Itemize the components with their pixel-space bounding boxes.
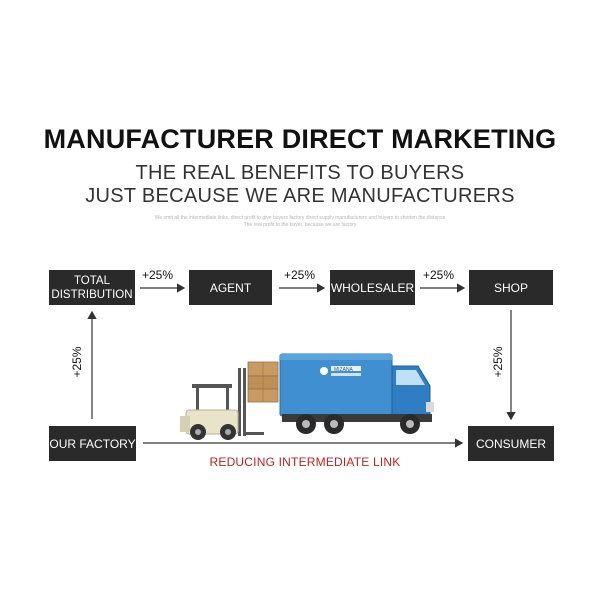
total-distribution-line-2: DISTRIBUTION	[51, 288, 133, 301]
total-distribution-box: TOTAL DISTRIBUTION	[49, 270, 135, 305]
markup-label-2: +25%	[284, 268, 316, 282]
delivery-truck	[279, 353, 434, 434]
markup-label-3: +25%	[423, 268, 455, 282]
total-distribution-line-1: TOTAL	[73, 274, 110, 287]
note-line-2: The real profit to the buyer, because we…	[243, 222, 357, 228]
markup-label-left: +25%	[70, 346, 84, 378]
markup-label-right: +25%	[491, 346, 505, 378]
our-factory-box: OUR FACTORY	[49, 426, 136, 461]
forklift-illustration	[180, 368, 264, 440]
agent-box: AGENT	[189, 270, 272, 305]
truck-logo-text: MIZANA	[334, 367, 354, 373]
markup-label-1: +25%	[142, 268, 174, 282]
note-line-1: We omit all the intermediate links, dire…	[154, 215, 446, 221]
subtitle-line-1: THE REAL BENEFITS TO BUYERS	[135, 162, 465, 184]
page-title: MANUFACTURER DIRECT MARKETING	[43, 124, 557, 154]
shop-box: SHOP	[469, 270, 553, 305]
direct-link-label: REDUCING INTERMEDIATE LINK	[209, 455, 401, 469]
consumer-box: CONSUMER	[468, 426, 554, 461]
wholesaler-box: WHOLESALER	[330, 270, 415, 305]
subtitle-line-2: JUST BECAUSE WE ARE MANUFACTURERS	[85, 185, 515, 207]
cargo-boxes	[247, 361, 279, 403]
